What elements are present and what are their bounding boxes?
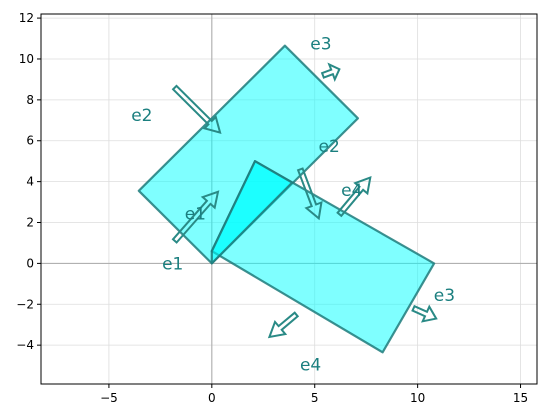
normal-arrow-2 <box>171 84 222 135</box>
shape-3 <box>210 160 294 265</box>
x-tick-label-0: −5 <box>100 391 118 405</box>
arrows-layer <box>171 62 438 339</box>
normal-arrow-4 <box>296 167 323 221</box>
plot-frame <box>40 13 538 385</box>
edge-label-3: e2 <box>131 106 152 126</box>
x-tick-label-4: 15 <box>513 391 528 405</box>
y-tick-label-5: 6 <box>26 134 34 148</box>
x-tick-label-1: 0 <box>208 391 216 405</box>
edge-label-7: e4 <box>341 181 362 201</box>
edge-label-4: e2 <box>318 137 339 157</box>
normal-arrow-5 <box>336 175 372 218</box>
edge-label-1: e1 <box>162 254 183 274</box>
normal-arrow-1 <box>171 190 220 244</box>
normal-arrow-6 <box>267 311 300 339</box>
edge-label-5: e3 <box>310 35 331 55</box>
normal-arrow-7 <box>411 304 438 323</box>
labels-layer: e1 e1 e2 e2 e3 e3 e4 e4 <box>131 35 455 376</box>
ticks-layer: −5 0 5 10 15 −4 −2 0 2 4 6 8 10 12 <box>16 11 528 405</box>
shapes-layer <box>137 44 436 354</box>
y-tick-label-6: 8 <box>26 93 34 107</box>
y-tick-label-8: 12 <box>19 11 34 25</box>
y-tick-label-0: −4 <box>16 338 34 352</box>
shape-1 <box>137 44 359 265</box>
x-tick-label-3: 10 <box>410 391 425 405</box>
y-tick-label-3: 2 <box>26 216 34 230</box>
y-tick-label-1: −2 <box>16 297 34 311</box>
x-tick-label-2: 5 <box>311 391 319 405</box>
normal-arrow-3 <box>320 62 341 83</box>
edge-label-8: e4 <box>300 356 321 376</box>
y-tick-label-2: 0 <box>26 256 34 270</box>
edge-label-6: e3 <box>434 286 455 306</box>
y-tick-label-4: 4 <box>26 175 34 189</box>
edge-label-2: e1 <box>185 204 206 224</box>
y-tick-label-7: 10 <box>19 52 34 66</box>
